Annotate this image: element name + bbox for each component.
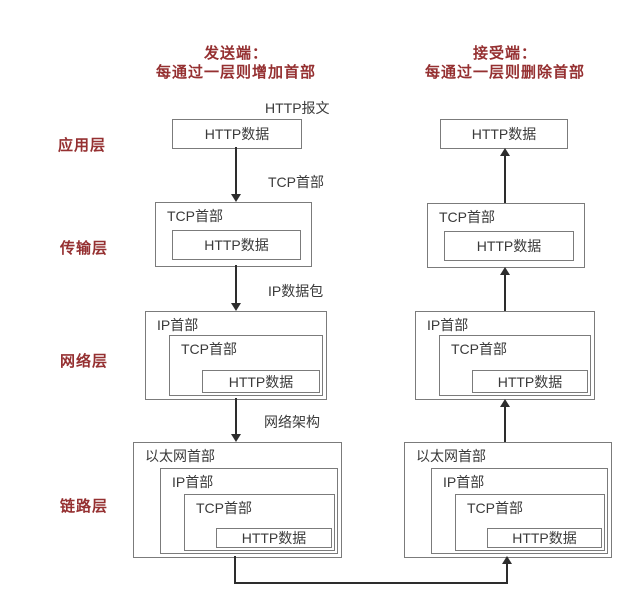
layer-label-application: 应用层 [58,137,107,154]
tcp-header-label: TCP首部 [181,341,237,357]
receiver-transport-box: TCP首部 HTTP数据 [427,203,585,268]
receiver-header: 接受端： 每通过一层则删除首部 [382,44,628,82]
flow-label-tcp-header: TCP首部 [268,174,324,190]
layer-label-network: 网络层 [60,353,109,370]
sender-link-box: 以太网首部 IP首部 TCP首部 HTTP数据 [133,442,342,558]
flow-label-ip-packet: IP数据包 [268,283,324,299]
http-data-label: HTTP数据 [476,238,542,254]
http-data-label: HTTP数据 [228,373,294,390]
ip-header-label: IP首部 [427,317,469,333]
connector-horizontal-line [234,582,508,584]
sender-transport-box: TCP首部 HTTP数据 [155,202,312,267]
receiver-arrow-2-shaft [504,275,506,311]
receiver-arrow-3-shaft [504,407,506,442]
http-data-label: HTTP数据 [497,373,563,390]
layer-label-link: 链路层 [60,498,109,515]
receiver-header-subtitle: 每通过一层则删除首部 [424,64,585,81]
ip-header-label: IP首部 [172,474,214,490]
sender-arrow-3-down-icon [231,434,241,442]
http-data-label: HTTP数据 [512,530,577,546]
connector-down-line [234,556,236,584]
tcp-header-label: TCP首部 [167,208,223,224]
flow-label-http-message: HTTP报文 [265,100,330,116]
receiver-network-http-box: HTTP数据 [472,370,588,393]
sender-link-tcp-box: TCP首部 HTTP数据 [184,494,335,551]
receiver-network-box: IP首部 TCP首部 HTTP数据 [415,311,595,400]
receiver-arrow-2-up-icon [500,267,510,275]
sender-arrow-2-down-icon [231,303,241,311]
sender-arrow-1-down-icon [231,194,241,202]
sender-header-subtitle: 每通过一层则增加首部 [155,64,316,81]
connector-arrow-up-icon [502,556,512,564]
layer-label-transport: 传输层 [60,240,109,257]
receiver-link-tcp-box: TCP首部 HTTP数据 [455,494,605,551]
ethernet-header-label: 以太网首部 [145,448,215,464]
tcp-header-label: TCP首部 [196,500,252,516]
flow-label-network-architecture: 网络架构 [264,414,320,430]
receiver-application-box: HTTP数据 [440,119,568,149]
receiver-link-http-box: HTTP数据 [487,528,602,548]
http-data-label: HTTP数据 [204,126,270,142]
ip-header-label: IP首部 [157,317,199,333]
receiver-transport-http-box: HTTP数据 [444,231,574,261]
sender-arrow-1-shaft [235,147,237,194]
sender-header: 发送端： 每通过一层则增加首部 [110,44,362,82]
receiver-arrow-1-up-icon [500,148,510,156]
receiver-network-tcp-box: TCP首部 HTTP数据 [439,335,591,396]
receiver-arrow-1-shaft [504,156,506,203]
sender-header-title: 发送端： [203,45,268,62]
sender-link-ip-box: IP首部 TCP首部 HTTP数据 [160,468,338,554]
sender-link-http-box: HTTP数据 [216,528,332,548]
ip-header-label: IP首部 [443,474,485,490]
tcp-header-label: TCP首部 [467,500,523,516]
sender-arrow-3-shaft [235,398,237,434]
receiver-link-ip-box: IP首部 TCP首部 HTTP数据 [431,468,608,554]
receiver-arrow-3-up-icon [500,399,510,407]
connector-up-line [506,563,508,583]
sender-transport-http-box: HTTP数据 [172,230,301,260]
http-data-label: HTTP数据 [241,530,307,546]
ethernet-header-label: 以太网首部 [416,448,486,464]
receiver-link-box: 以太网首部 IP首部 TCP首部 HTTP数据 [404,442,612,558]
sender-network-box: IP首部 TCP首部 HTTP数据 [145,311,327,400]
sender-network-http-box: HTTP数据 [202,370,320,393]
sender-arrow-2-shaft [235,265,237,303]
sender-application-box: HTTP数据 [172,119,302,149]
tcp-header-label: TCP首部 [439,209,495,225]
http-data-label: HTTP数据 [204,237,269,253]
tcp-header-label: TCP首部 [451,341,507,357]
http-data-label: HTTP数据 [471,126,537,142]
receiver-header-title: 接受端： [472,45,537,62]
sender-network-tcp-box: TCP首部 HTTP数据 [169,335,323,396]
